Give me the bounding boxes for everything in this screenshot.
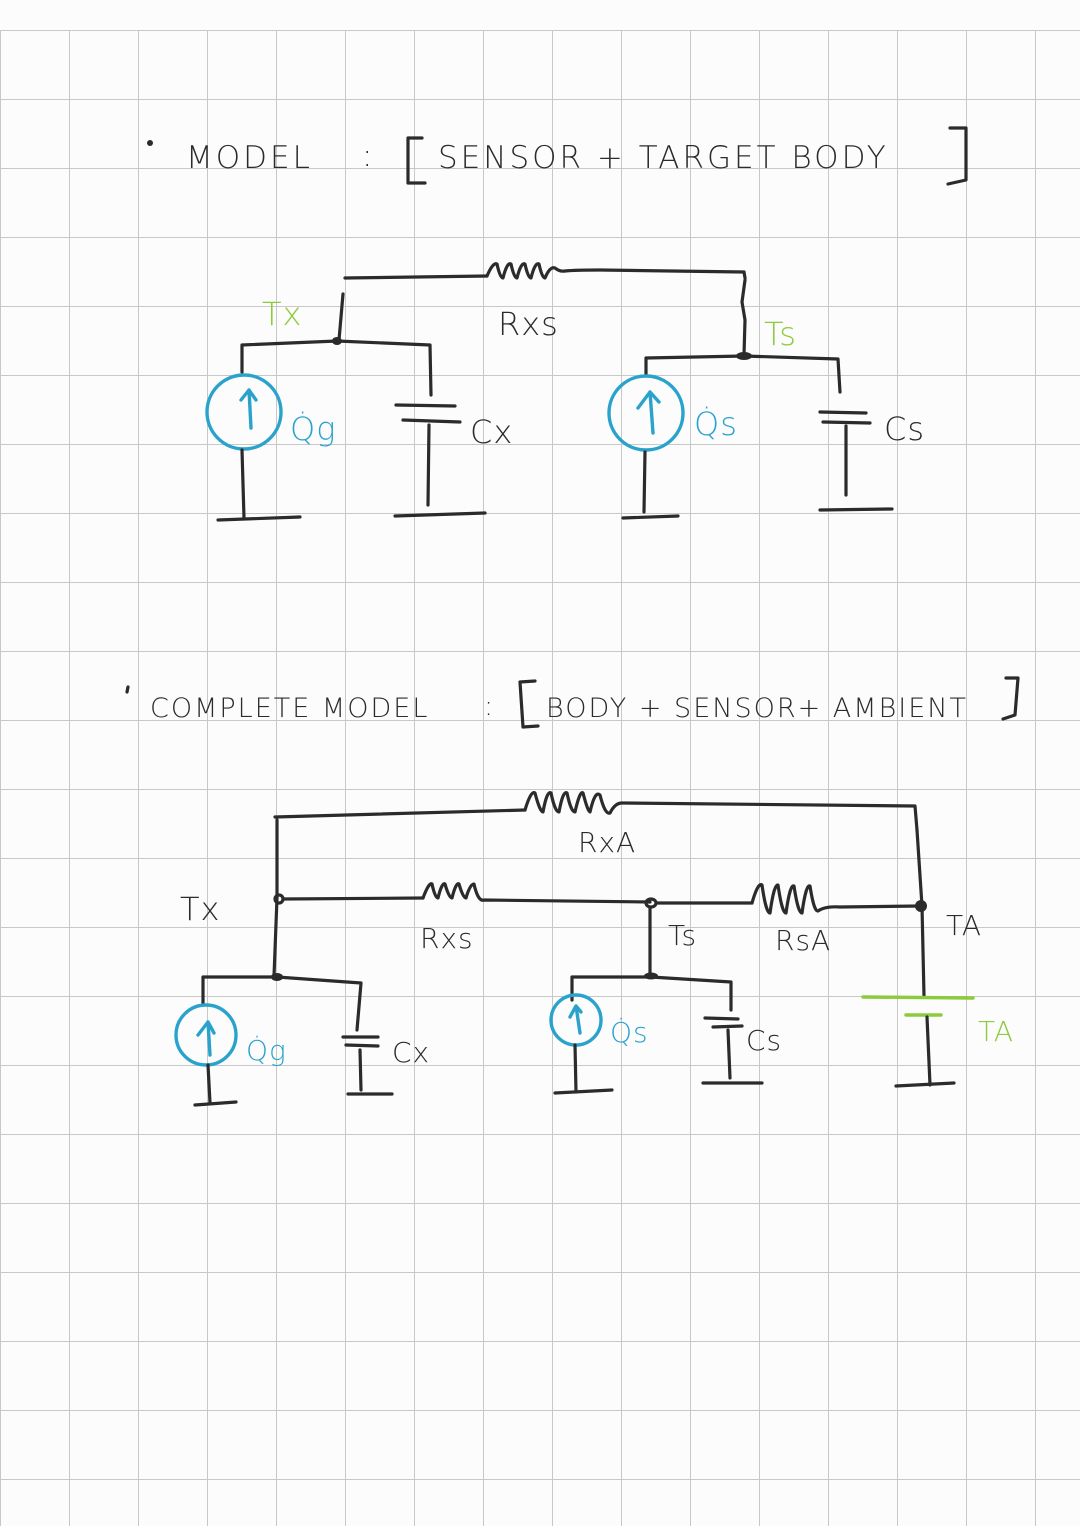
wire [343,274,489,280]
wire [925,1015,932,1087]
bracket-open [406,136,427,185]
resistor-rxs-label: Rxs [420,922,474,955]
section1-title-colon: : [362,138,375,174]
capacitor-cs-symbol [818,410,872,497]
heat-source-qs [607,374,685,452]
wire [281,896,425,901]
ground-line [818,507,894,512]
capacitor-cs-symbol [703,1016,744,1080]
bullet-dot [147,140,153,146]
node-ts-label: Ts [668,919,697,952]
wire [240,448,246,520]
bracket-close [1001,676,1020,721]
wire [272,818,279,978]
ground-line [193,1100,238,1107]
section2-title-colon: : [484,691,495,722]
node-ta-label: TA [946,909,982,942]
bullet-dot [125,685,130,694]
capacitor-cx-label: Cx [392,1036,430,1069]
wire [273,808,527,819]
wire [740,270,747,357]
resistor-rxa-symbol [523,791,919,832]
wire [206,1063,212,1105]
capacitor-cs-label: Cs [884,410,925,448]
ground-line [553,1088,614,1095]
wire [642,450,647,514]
capacitor-cx-symbol [341,1035,380,1092]
section1-title-prefix: MODEL [186,140,313,176]
resistor-rxs-symbol [421,882,652,904]
section2-title-bracket-content: BODY + SENSOR+ AMBIENT [546,693,968,724]
ground-line [393,511,487,518]
wire [570,975,733,1012]
arrow-up-icon [196,1020,216,1057]
ground-line [216,515,302,522]
node-ts-label: Ts [764,315,797,353]
arrow-up-icon [568,1004,583,1035]
node-tx-label: Tx [180,890,220,928]
wire [201,975,363,1032]
ground-line [894,1081,956,1088]
capacitor-cx-symbol [394,403,462,507]
heat-source-qs-label: Q̇s [694,405,738,443]
circuit-complete-model: RxA Tx Rxs Ts RsA TA Q̇g Cx [174,791,1014,1107]
arrow-up-icon [636,390,661,435]
heat-source-qs-label: Q̇s [610,1016,649,1049]
arrow-up-icon [239,388,258,430]
bracket-close [946,126,968,186]
ground-line [621,514,680,520]
circuit-sensor-target: Rxs Tx Q̇g Cx Ts Q̇s Cs [205,262,925,522]
resistor-rxa-label: RxA [578,826,636,859]
capacitor-cx-label: Cx [470,413,513,451]
wire [337,292,345,342]
node-tx-label: Tx [262,295,302,333]
heat-source-qg-label: Q̇g [246,1034,287,1067]
wire [915,828,926,998]
heat-source-qg [174,1003,238,1067]
resistor-rsa-label: RsA [775,924,831,957]
node-ta [915,900,927,912]
capacitor-cs-label: Cs [746,1024,782,1057]
wire [573,1043,578,1094]
wire [240,339,433,397]
wire [644,354,842,394]
section1-heading: MODEL : SENSOR + TARGET BODY [147,126,968,186]
ambient-source-plate-long [861,995,975,1000]
heat-source-qs [549,993,603,1047]
bracket-open [518,679,540,729]
resistor-rxs-symbol [485,262,746,280]
heat-source-qg [205,373,283,451]
section1-title-bracket-content: SENSOR + TARGET BODY [438,140,889,176]
heat-source-qg-label: Q̇g [290,410,336,448]
resistor-rsa-symbol [750,883,922,915]
section2-heading: COMPLETE MODEL : BODY + SENSOR+ AMBIENT [125,676,1020,729]
ambient-source-label: TA [978,1015,1014,1048]
resistor-rxs-label: Rxs [498,305,559,343]
section2-title-prefix: COMPLETE MODEL [150,693,429,724]
